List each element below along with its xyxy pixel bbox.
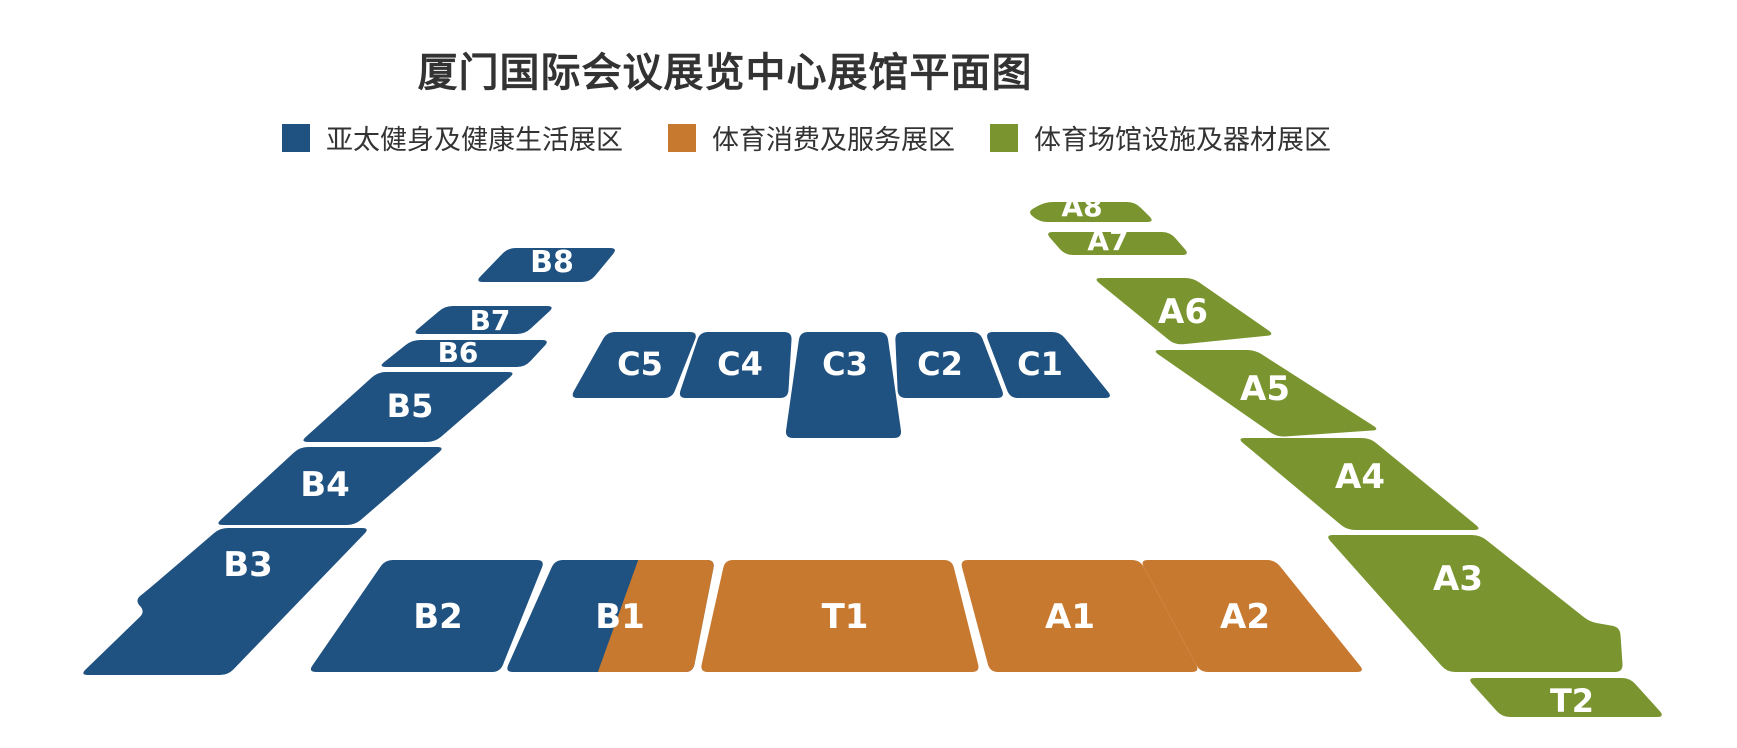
hall-label-c3: C3 — [822, 345, 868, 383]
hall-a1[interactable]: A1 — [961, 560, 1198, 672]
hall-c2[interactable]: C2 — [895, 332, 1003, 398]
hall-a5[interactable]: A5 — [1155, 350, 1377, 437]
hall-shape-c4 — [679, 332, 792, 398]
hall-label-c5: C5 — [617, 345, 663, 383]
hall-t2[interactable]: T2 — [1470, 678, 1662, 720]
hall-shape-b7 — [415, 306, 552, 334]
hall-label-b8: B8 — [530, 245, 574, 280]
hall-shape-c1 — [987, 332, 1110, 398]
hall-shape-t1 — [701, 560, 979, 672]
hall-c5[interactable]: C5 — [572, 332, 696, 398]
legend-swatch-facilities — [990, 123, 1018, 152]
hall-label-a7: A7 — [1087, 224, 1128, 257]
hall-shape-c3 — [785, 332, 902, 438]
hall-label-b4: B4 — [300, 465, 350, 505]
legend-label-fitness: 亚太健身及健康生活展区 — [326, 125, 623, 156]
hall-label-t1: T1 — [822, 597, 869, 637]
hall-label-b2: B2 — [413, 597, 463, 637]
hall-b1[interactable]: B1 — [507, 555, 760, 680]
hall-b2[interactable]: B2 — [310, 560, 543, 672]
hall-label-a8: A8 — [1061, 190, 1102, 223]
hall-a2[interactable]: A2 — [1142, 560, 1362, 672]
hall-label-c2: C2 — [917, 345, 963, 383]
hall-t1[interactable]: T1 — [701, 560, 979, 672]
legend-item-fitness: 亚太健身及健康生活展区 — [282, 118, 623, 157]
hall-b5[interactable]: B5 — [303, 372, 513, 442]
hall-a4[interactable]: A4 — [1240, 438, 1479, 530]
hall-label-c1: C1 — [1017, 345, 1063, 383]
hall-label-b1: B1 — [595, 597, 645, 637]
hall-shape-a6 — [1096, 278, 1272, 345]
legend-label-facilities: 体育场馆设施及器材展区 — [1034, 125, 1331, 156]
hall-label-a5: A5 — [1240, 369, 1290, 409]
hall-shape-c2 — [895, 332, 1003, 398]
legend-swatch-fitness — [282, 123, 310, 152]
hall-c4[interactable]: C4 — [679, 332, 792, 398]
hall-shape-b5 — [303, 372, 513, 442]
hall-shape-a3 — [1328, 535, 1623, 672]
hall-label-a1: A1 — [1045, 597, 1095, 637]
hall-shape-c5 — [572, 332, 696, 398]
hall-label-a2: A2 — [1220, 597, 1270, 637]
hall-label-a4: A4 — [1335, 457, 1385, 497]
hall-shape-b2 — [310, 560, 543, 672]
legend-item-facilities: 体育场馆设施及器材展区 — [990, 118, 1331, 157]
hall-shape-t2 — [1470, 678, 1662, 717]
hall-label-c4: C4 — [717, 345, 763, 383]
hall-b8[interactable]: B8 — [478, 245, 615, 282]
legend-item-consumption: 体育消费及服务展区 — [668, 118, 955, 157]
hall-b4[interactable]: B4 — [218, 447, 442, 525]
hall-label-b5: B5 — [387, 387, 434, 425]
hall-b6[interactable]: B6 — [381, 336, 547, 369]
hall-shape-a5 — [1155, 350, 1377, 437]
hall-shape-a2 — [1142, 560, 1362, 672]
hall-label-b3: B3 — [223, 545, 273, 585]
hall-b3[interactable]: B3 — [83, 528, 367, 675]
hall-b7[interactable]: B7 — [415, 304, 552, 337]
hall-shape-b3 — [83, 528, 367, 675]
hall-shape-a1 — [961, 560, 1198, 672]
hall-label-b6: B6 — [438, 336, 479, 369]
hall-shape-a4 — [1240, 438, 1479, 530]
hall-label-a6: A6 — [1158, 292, 1208, 332]
hall-label-a3: A3 — [1433, 559, 1483, 599]
hall-shape-b4 — [218, 447, 442, 525]
hall-a6[interactable]: A6 — [1096, 278, 1272, 345]
hall-a8[interactable]: A8 — [1030, 190, 1152, 223]
hall-shape-a7 — [1048, 232, 1187, 255]
hall-shape-b8 — [478, 248, 615, 282]
hall-label-t2: T2 — [1550, 682, 1594, 720]
legend-swatch-consumption — [668, 123, 696, 152]
hall-c3[interactable]: C3 — [785, 332, 902, 438]
hall-c1[interactable]: C1 — [987, 332, 1110, 398]
hall-label-b7: B7 — [470, 304, 511, 337]
hall-a7[interactable]: A7 — [1048, 224, 1187, 257]
hall-a3[interactable]: A3 — [1328, 535, 1623, 672]
map-title: 厦门国际会议展览中心展馆平面图 — [417, 50, 1033, 96]
legend-label-consumption: 体育消费及服务展区 — [712, 125, 955, 156]
hall-shape-b1-consumption — [595, 560, 714, 672]
hall-shape-b6 — [381, 340, 547, 367]
hall-shape-a8 — [1030, 202, 1152, 222]
